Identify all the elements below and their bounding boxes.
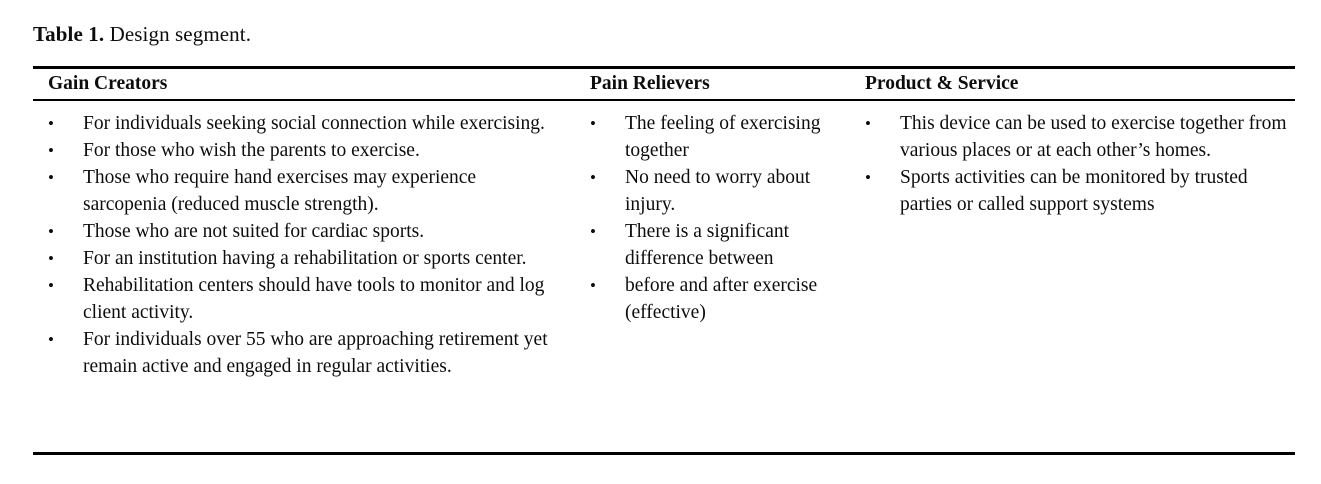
column-header-product-service: Product & Service	[865, 73, 1019, 94]
list-item-text: Rehabilitation centers should have tools…	[83, 275, 545, 323]
list-item: • For those who wish the parents to exerc…	[46, 137, 580, 164]
list-item-text: There is a significant difference betwee…	[625, 221, 790, 269]
bullet-icon: •	[48, 168, 54, 187]
bullet-icon: •	[48, 114, 54, 133]
list-item-text: Those who are not suited for cardiac spo…	[83, 221, 425, 242]
bullet-icon: •	[590, 222, 596, 241]
table-header-rule	[33, 99, 1295, 101]
list-item: • No need to worry about injury.	[588, 164, 855, 218]
list-item-text: before and after exercise (effective)	[625, 275, 818, 323]
list-item-text: The feeling of exercising together	[625, 113, 821, 161]
list-item: • Sports activities can be monitored by t…	[863, 164, 1295, 218]
table-caption-label: Table 1.	[33, 22, 105, 46]
list-item: • Those who require hand exercises may ex…	[46, 164, 580, 218]
column-header-gain-creators: Gain Creators	[48, 73, 168, 94]
list-item-text: For those who wish the parents to exerci…	[83, 140, 420, 161]
list-item-text: Those who require hand exercises may exp…	[83, 167, 477, 215]
list-item: • before and after exercise (effective)	[588, 272, 855, 326]
list-item-text: Sports activities can be monitored by tr…	[900, 167, 1248, 215]
list-item: • There is a significant difference betwe…	[588, 218, 855, 272]
bullet-icon: •	[48, 276, 54, 295]
list-item-text: For individuals over 55 who are approach…	[83, 329, 548, 377]
bullet-icon: •	[48, 330, 54, 349]
design-segment-table: Gain Creators Pain Relievers Product & S…	[33, 66, 1295, 455]
bullet-icon: •	[590, 114, 596, 133]
list-item-text: For individuals seeking social connectio…	[83, 113, 545, 134]
table-header-row: Gain Creators Pain Relievers Product & S…	[33, 69, 1295, 99]
table-top-rule	[33, 66, 1295, 69]
cell-gain-creators: • For individuals seeking social connecti…	[33, 101, 580, 389]
cell-pain-relievers: • The feeling of exercising together • No n…	[580, 101, 855, 335]
list-item: • For individuals over 55 who are approac…	[46, 326, 580, 380]
column-header-pain-relievers: Pain Relievers	[590, 73, 710, 94]
list-item: • Those who are not suited for cardiac sp…	[46, 218, 580, 245]
bullet-list-pain-relievers: • The feeling of exercising together • No n…	[588, 110, 855, 326]
list-item: • Rehabilitation centers should have tool…	[46, 272, 580, 326]
list-item: • For an institution having a rehabilitat…	[46, 245, 580, 272]
list-item: • This device can be used to exercise tog…	[863, 110, 1295, 164]
bullet-icon: •	[48, 141, 54, 160]
cell-product-service: • This device can be used to exercise tog…	[855, 101, 1295, 227]
bullet-icon: •	[48, 249, 54, 268]
table-caption: Table 1. Design segment.	[33, 20, 251, 48]
list-item-text: No need to worry about injury.	[625, 167, 811, 215]
list-item: • For individuals seeking social connecti…	[46, 110, 580, 137]
bullet-list-gain-creators: • For individuals seeking social connecti…	[46, 110, 580, 380]
list-item: • The feeling of exercising together	[588, 110, 855, 164]
bullet-list-product-service: • This device can be used to exercise tog…	[863, 110, 1295, 218]
list-item-text: For an institution having a rehabilitati…	[83, 248, 527, 269]
table-body-row: • For individuals seeking social connecti…	[33, 101, 1295, 452]
bullet-icon: •	[865, 114, 871, 133]
table-bottom-rule	[33, 452, 1295, 455]
bullet-icon: •	[48, 222, 54, 241]
bullet-icon: •	[590, 276, 596, 295]
bullet-icon: •	[590, 168, 596, 187]
bullet-icon: •	[865, 168, 871, 187]
table-caption-text: Design segment.	[109, 22, 252, 46]
list-item-text: This device can be used to exercise toge…	[900, 113, 1287, 161]
